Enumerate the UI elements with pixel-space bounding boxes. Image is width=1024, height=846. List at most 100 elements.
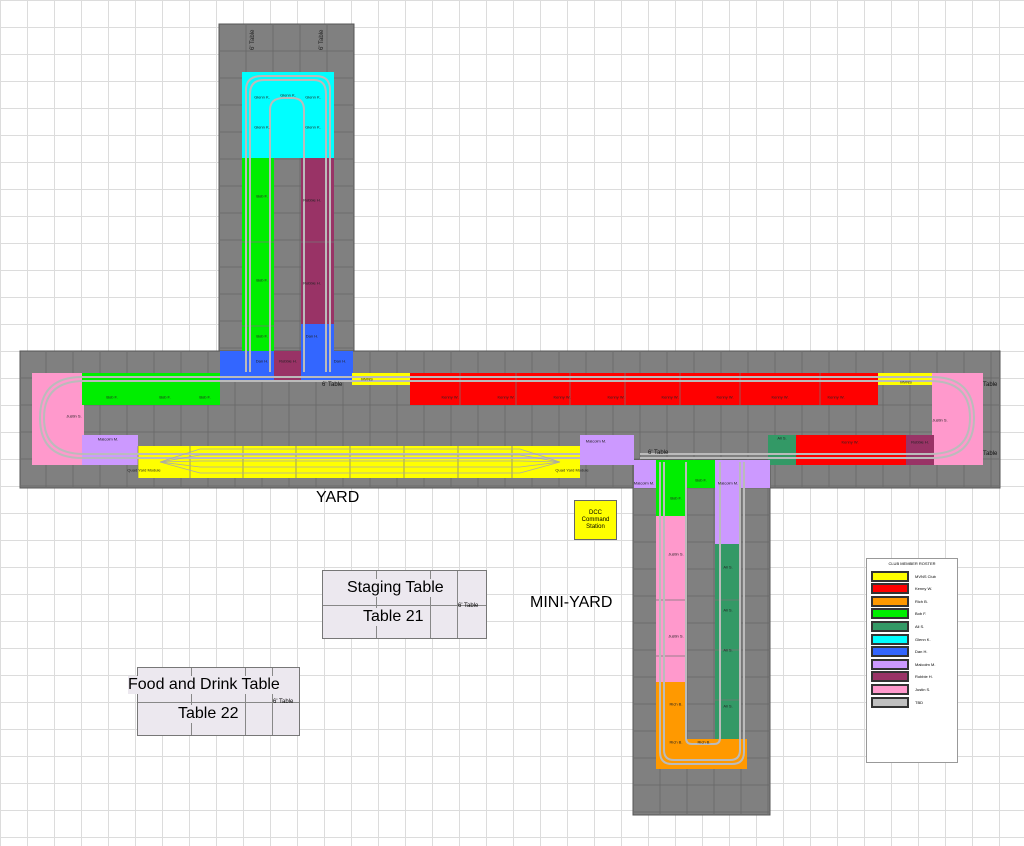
- module-ali-mini: [715, 544, 741, 739]
- size-top-right: 6' Table: [319, 29, 325, 50]
- label-glenn-3: Glenn K.: [305, 94, 321, 100]
- label-kenny-2: Kenny W.: [497, 394, 515, 400]
- label-rich-3: Rich B.: [697, 739, 711, 745]
- food-table-divider: [138, 701, 299, 703]
- label-justin-l: Justin S.: [66, 413, 82, 419]
- track-left-loop: [38, 376, 580, 459]
- staging-table-divider: [323, 604, 486, 606]
- roster-entry: Bob F.: [871, 608, 927, 620]
- label-malcolm-l: Malcolm M.: [97, 436, 119, 442]
- roster-entry: Rich B.: [871, 595, 928, 607]
- roster-swatch: [871, 671, 909, 683]
- track-top-loop-outer: [245, 75, 331, 372]
- module-rectangles: [32, 72, 983, 769]
- roster-name: Ali S.: [915, 623, 925, 629]
- label-dan-2: Dan H.: [255, 358, 269, 364]
- label-justin-r: Justin S.: [932, 417, 948, 423]
- module-robbie-right: [906, 435, 934, 465]
- label-kenny-4: Kenny W.: [607, 394, 625, 400]
- label-justin-m2: Justin S.: [668, 633, 684, 639]
- label-quad-left: Quad Yard Module: [127, 467, 161, 473]
- label-kenny-1: Kenny W.: [441, 394, 459, 400]
- label-rich-1: Rich B.: [669, 701, 683, 707]
- label-quad-right: Quad Yard Module: [555, 467, 589, 473]
- staging-cell: [376, 571, 431, 638]
- roster-title: CLUB MEMBER ROSTER: [888, 561, 936, 566]
- food-cell: [138, 668, 192, 735]
- track-main-top-2: [220, 380, 972, 455]
- roster-name: Bob F.: [915, 611, 927, 617]
- label-kenny-7: Kenny W.: [771, 394, 789, 400]
- module-dan-upper: [301, 324, 334, 354]
- roster-name: Glenn K.: [915, 636, 931, 642]
- label-ali-m1: Ali S.: [723, 564, 733, 570]
- label-rich-2: Rich B.: [669, 739, 683, 745]
- label-kenny-r: Kenny W.: [841, 439, 859, 445]
- yard-track: [159, 448, 561, 463]
- roster-name: Justin S.: [915, 686, 931, 692]
- track-mini-loop: [659, 462, 745, 765]
- roster-swatch: [871, 683, 909, 695]
- roster-name: MVNS Club: [915, 573, 936, 579]
- module-malcolm-mini-down: [715, 488, 741, 544]
- roster-swatch: [871, 633, 909, 645]
- yard-label: YARD: [316, 489, 360, 506]
- label-bob-m1: Bob F.: [670, 495, 682, 501]
- label-kenny-6: Kenny W.: [716, 394, 734, 400]
- yard-track: [159, 460, 561, 463]
- label-ali-m2: Ali S.: [723, 607, 733, 613]
- module-bob-mini-2: [687, 460, 715, 488]
- module-glenn-top: [242, 72, 334, 158]
- roster-swatch: [871, 646, 909, 658]
- roster-name: Rich B.: [915, 598, 928, 604]
- size-right-2: Table: [983, 451, 998, 457]
- label-bob-3: Bob F.: [256, 333, 268, 339]
- label-dan-3: Dan H.: [333, 358, 347, 364]
- module-malcolm-left: [82, 435, 138, 465]
- size-mini: 6' Table: [648, 450, 669, 456]
- track-main-top: [220, 376, 976, 459]
- size-top-left: 6' Table: [250, 29, 256, 50]
- label-malcolm-c: Malcolm M.: [585, 438, 607, 444]
- roster-swatch: [871, 583, 909, 595]
- yard-track: [159, 461, 561, 474]
- roster-entry: Justin S.: [871, 683, 931, 695]
- dcc-command-station: DCC Command Station: [574, 500, 617, 540]
- dcc-label: DCC Command Station: [581, 509, 610, 530]
- roster-swatch: [871, 570, 909, 582]
- module-bob-mini-1: [656, 460, 687, 516]
- roster-name: TBD: [915, 699, 923, 705]
- module-bob-left: [82, 373, 220, 405]
- label-ali-m3: Ali S.: [723, 647, 733, 653]
- label-malcolm-m1: Malcolm M.: [633, 480, 655, 486]
- track-mini-inner: [685, 462, 721, 745]
- label-kenny-8: Kenny W.: [827, 394, 845, 400]
- module-malcolm-mini-right: [715, 460, 770, 488]
- roster-swatch: [871, 620, 909, 632]
- food-size: 6' Table: [273, 699, 294, 705]
- roster-name: Malcolm M.: [915, 661, 936, 667]
- roster-swatch: [871, 658, 909, 670]
- module-malcolm-center: [580, 435, 634, 465]
- module-malcolm-mini-left: [634, 460, 656, 488]
- label-glenn-2: Glenn K.: [280, 92, 296, 98]
- track-left-loop-2: [42, 380, 580, 455]
- label-glenn-4: Glenn K.: [254, 124, 270, 130]
- label-ali-r: Ali S.: [777, 435, 787, 441]
- module-ali-right: [768, 435, 796, 465]
- label-bob-m2: Bob F.: [695, 477, 707, 483]
- label-mvns-left: MVNS: [361, 376, 373, 382]
- label-kenny-5: Kenny W.: [661, 394, 679, 400]
- staging-number: Table 21: [363, 608, 424, 626]
- label-justin-m1: Justin S.: [668, 551, 684, 557]
- roster-swatch: [871, 696, 909, 708]
- yard-tracks: [159, 448, 561, 474]
- label-bob-1: Bob F.: [256, 193, 268, 199]
- module-justin-mini: [656, 516, 687, 682]
- roster-name: Dan H.: [915, 649, 928, 655]
- label-robbie-2: Robbie H.: [303, 280, 321, 286]
- food-table: Food and Drink Table Table 22 6' Table: [128, 667, 300, 736]
- staging-cell: [430, 571, 458, 638]
- yard-track: [159, 454, 561, 463]
